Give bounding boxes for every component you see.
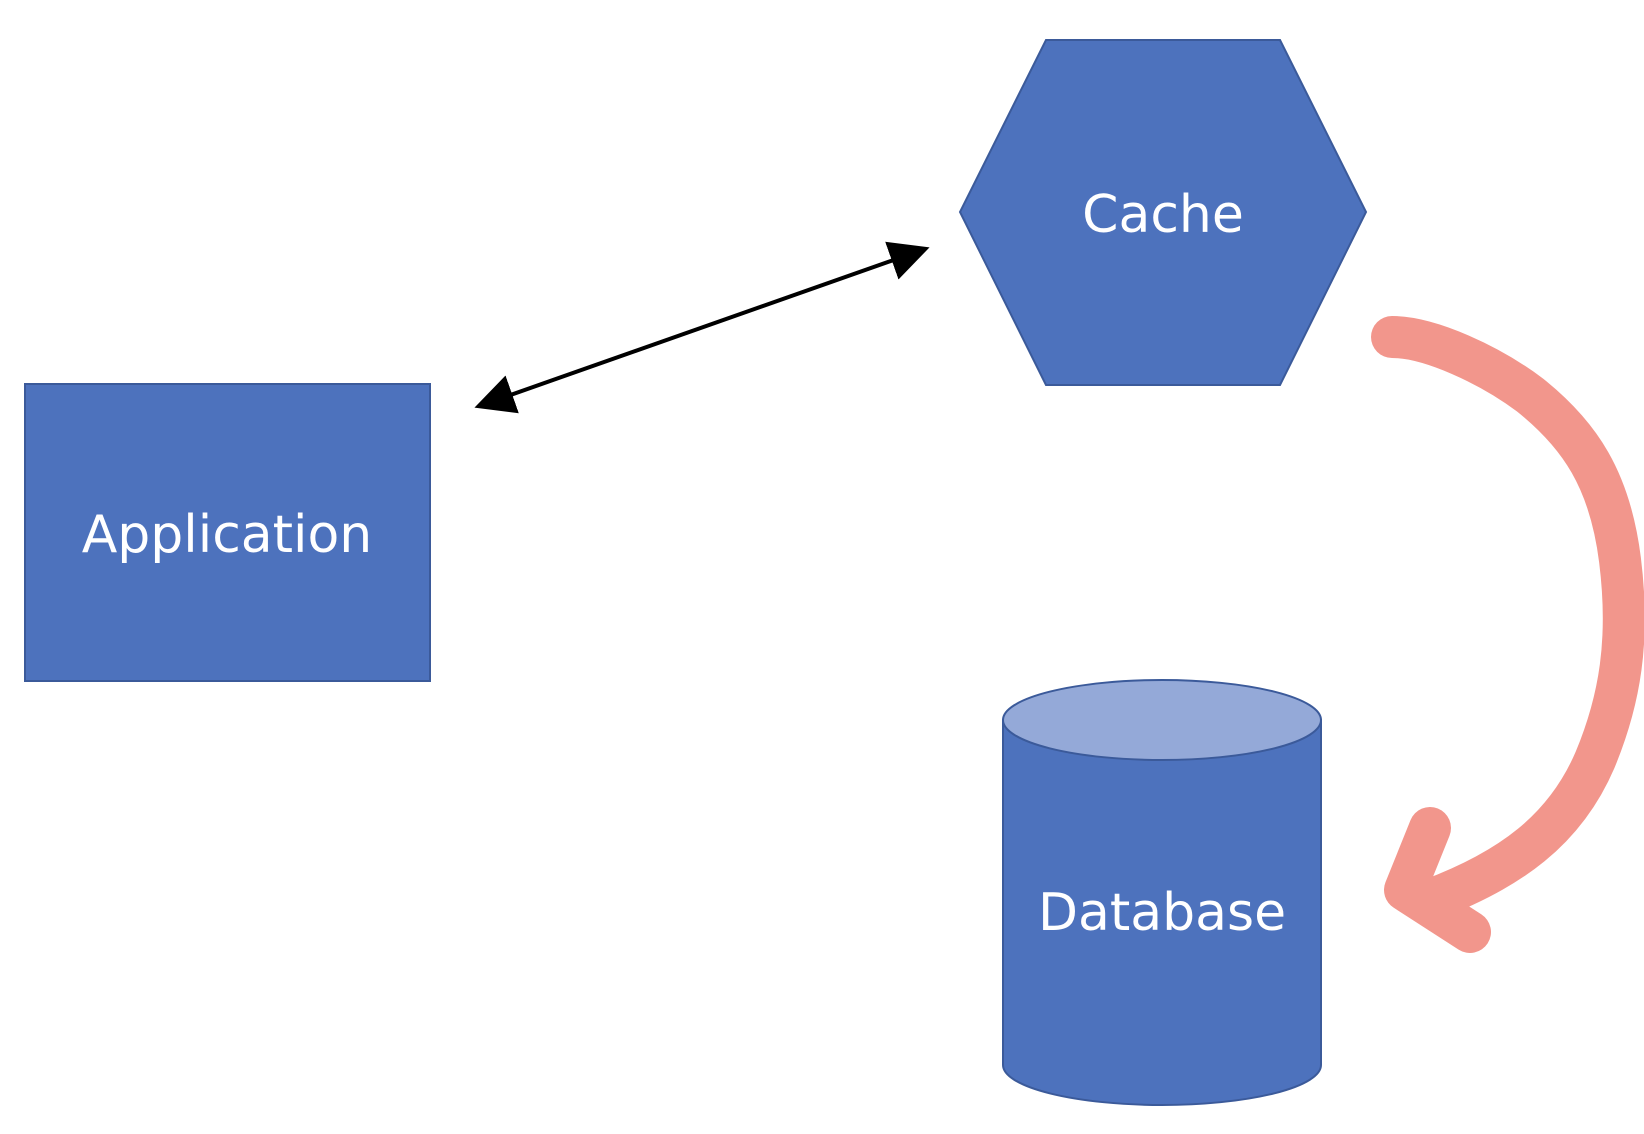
curved-arrow-head <box>1384 807 1491 953</box>
cache-to-database-curved-arrow <box>1371 316 1644 953</box>
database-label: Database <box>1038 883 1286 943</box>
cache-node[interactable]: Cache <box>958 39 1368 386</box>
database-cylinder-top <box>1002 679 1322 761</box>
application-node[interactable]: Application <box>24 383 431 682</box>
cache-label: Cache <box>1082 185 1244 245</box>
application-label: Application <box>82 505 373 565</box>
database-node[interactable]: Database <box>1002 679 1322 1106</box>
database-cylinder-body <box>1002 719 1322 1106</box>
curved-arrow-shaft <box>1371 316 1644 921</box>
cache-hexagon <box>958 39 1368 386</box>
application-cache-arrow <box>474 241 930 414</box>
application-box <box>24 383 431 682</box>
